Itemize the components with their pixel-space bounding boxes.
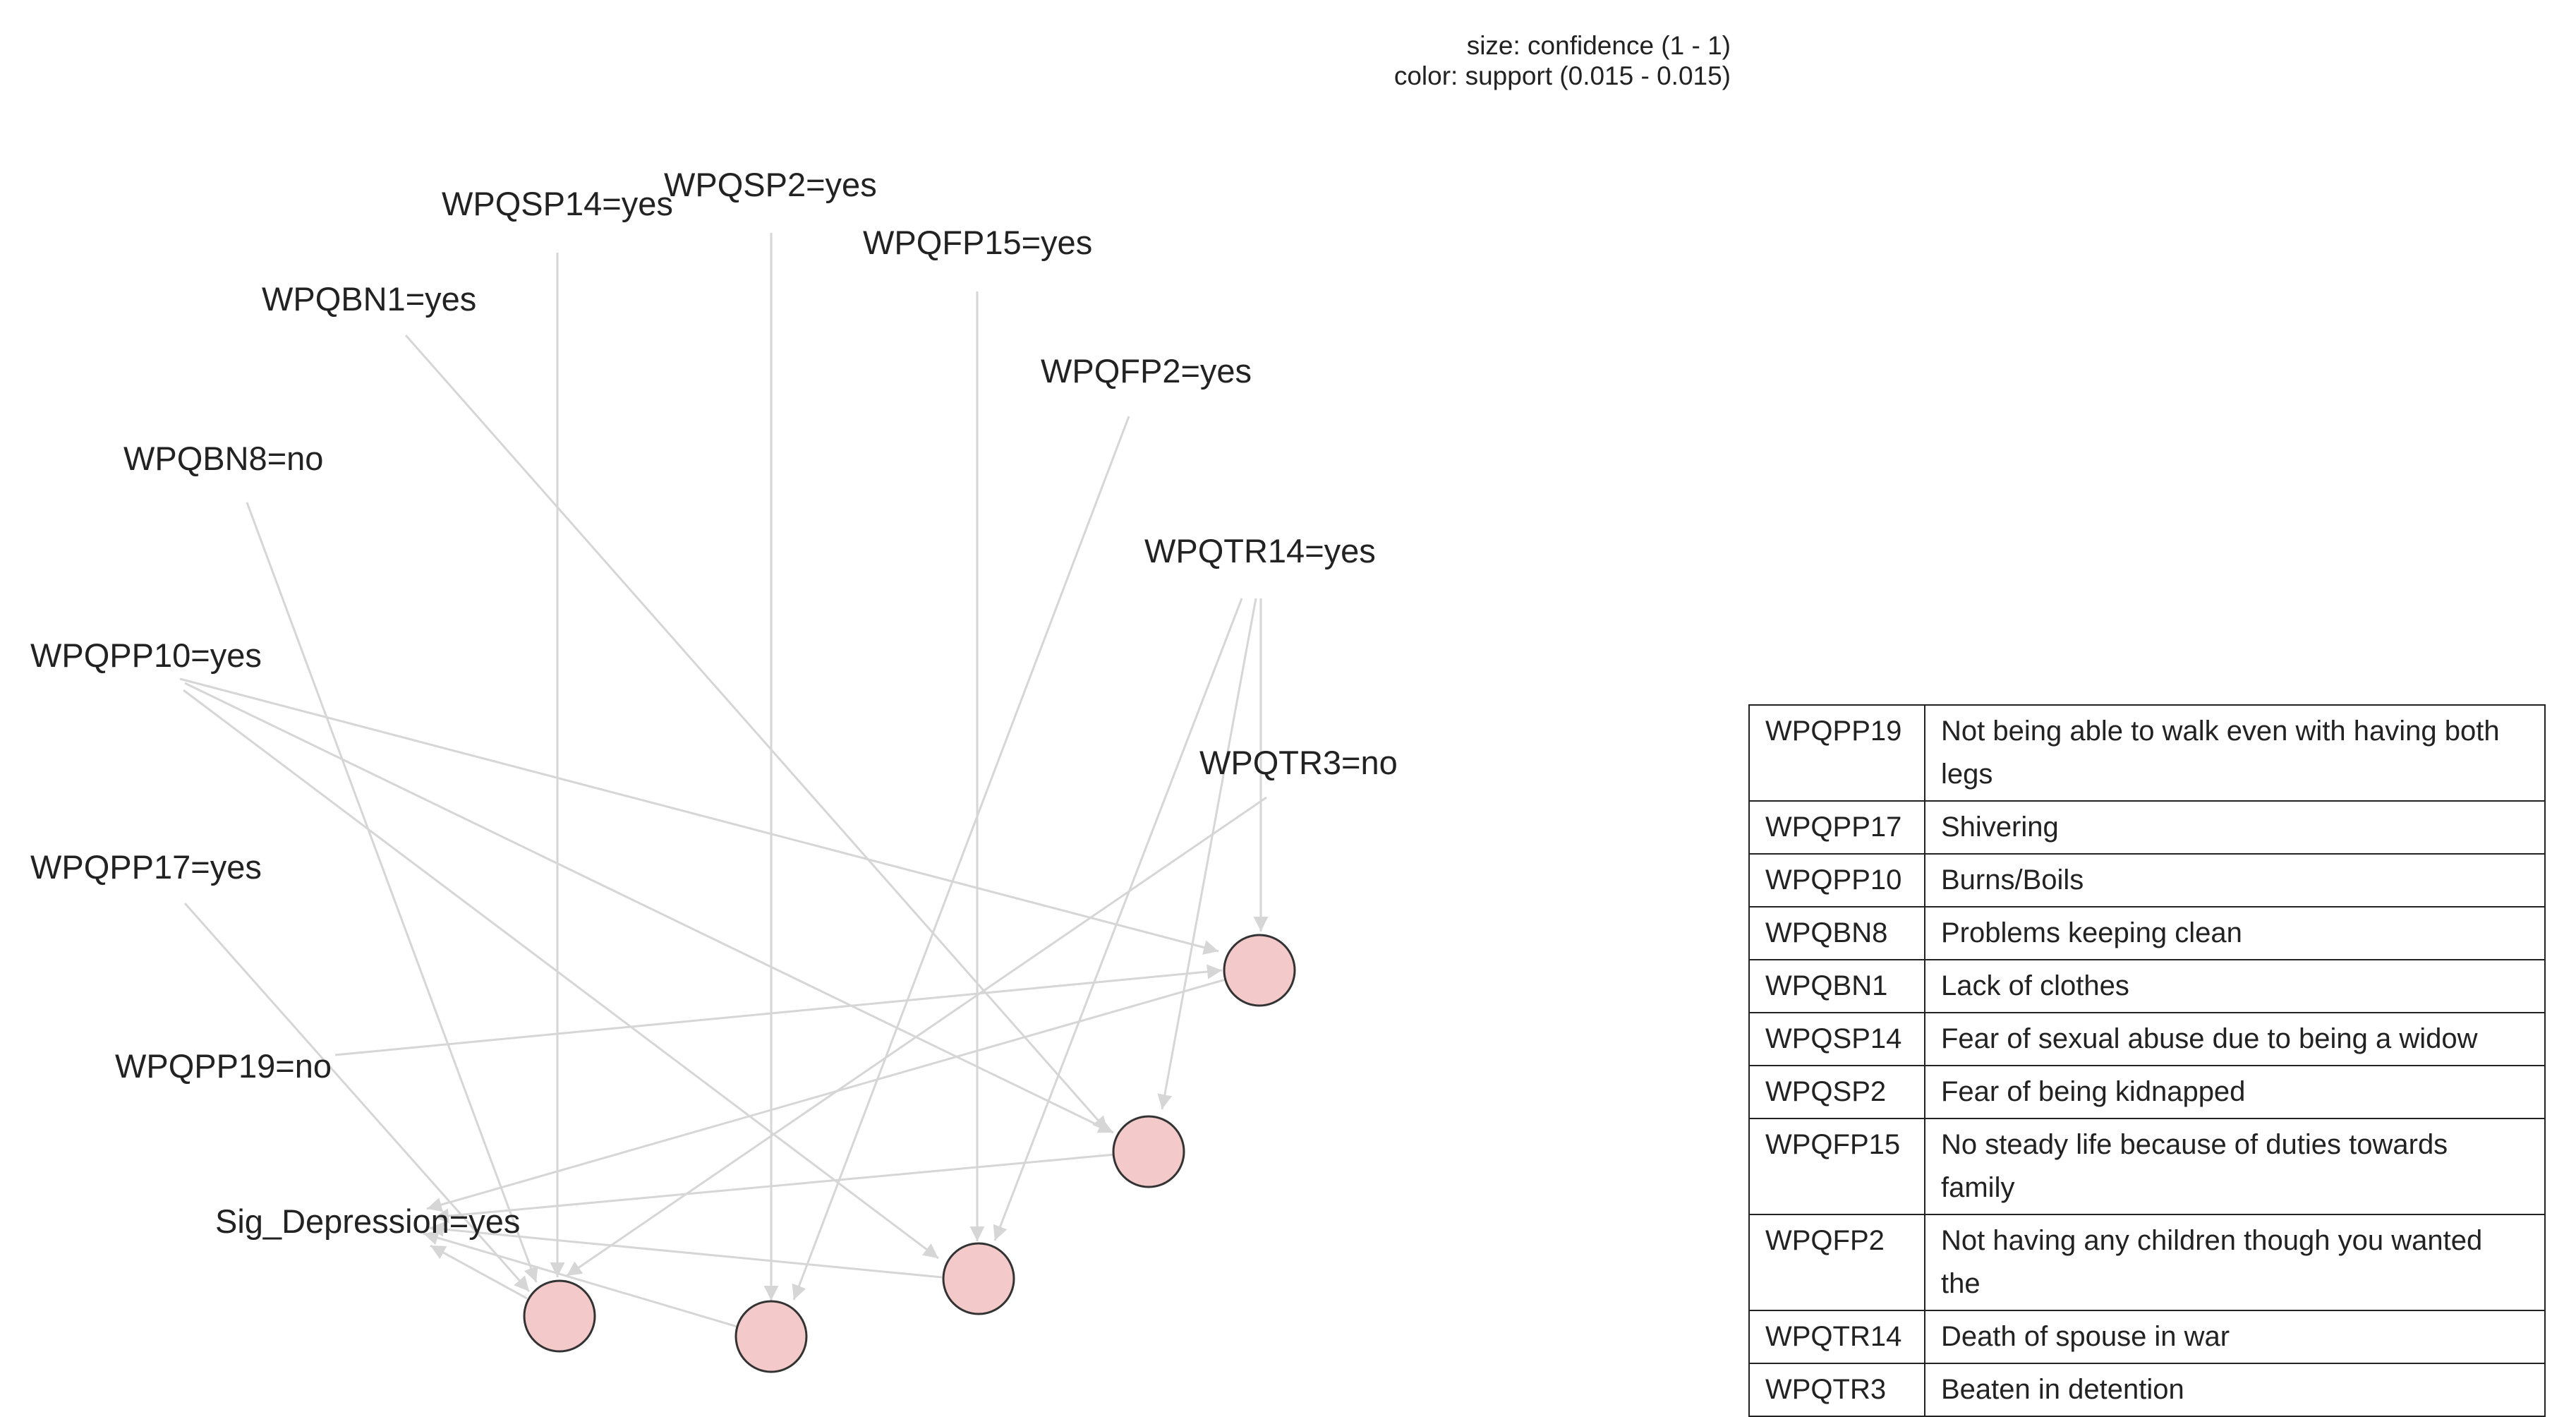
definition-code: WPQFP15 bbox=[1748, 1118, 1925, 1215]
item-labels: WPQSP14=yes WPQSP2=yes WPQFP15=yes WPQBN… bbox=[30, 166, 1398, 1240]
item-label-wpqsp14: WPQSP14=yes bbox=[442, 185, 673, 222]
definition-meaning: Fear of sexual abuse due to being a wido… bbox=[1924, 1012, 2546, 1066]
edge-wpqtr14-rule-d bbox=[1157, 598, 1257, 1110]
rule-node-b bbox=[734, 1300, 808, 1373]
edge-wpqpp10-rule-c bbox=[183, 689, 939, 1260]
edge-rule-b-sig-depression bbox=[423, 1230, 738, 1328]
definition-meaning: Not being able to walk even with having … bbox=[1924, 704, 2546, 802]
edge-wpqfp2-rule-b bbox=[792, 416, 1130, 1301]
edge-wpqtr14-rule-c bbox=[993, 598, 1243, 1241]
definition-meaning: Not having any children though you wante… bbox=[1924, 1214, 2546, 1311]
edge-rule-c-sig-depression bbox=[428, 1222, 943, 1279]
definition-meaning: Shivering bbox=[1924, 800, 2546, 855]
rule-nodes bbox=[523, 934, 1296, 1373]
item-label-wpqbn1: WPQBN1=yes bbox=[262, 280, 476, 318]
edge-wpqpp17-rule-a bbox=[183, 903, 531, 1292]
edges bbox=[179, 233, 1269, 1328]
definition-meaning: Beaten in detention bbox=[1924, 1363, 2546, 1417]
definition-code: WPQPP10 bbox=[1748, 853, 1925, 908]
edge-wpqbn8-rule-a bbox=[246, 502, 538, 1283]
definition-meaning: No steady life because of duties towards… bbox=[1924, 1118, 2546, 1215]
legend-color-text: color: support (0.015 - 0.015) bbox=[1394, 61, 1731, 90]
definition-meaning: Fear of being kidnapped bbox=[1924, 1065, 2546, 1119]
edge-rule-a-sig-depression bbox=[430, 1244, 528, 1300]
item-label-wpqfp2: WPQFP2=yes bbox=[1041, 352, 1252, 390]
definition-code: WPQTR14 bbox=[1748, 1310, 1925, 1364]
definition-code: WPQSP14 bbox=[1748, 1012, 1925, 1066]
item-label-wpqtr14: WPQTR14=yes bbox=[1144, 532, 1376, 569]
legend-size-text: size: confidence (1 - 1) bbox=[1467, 31, 1731, 60]
definition-code: WPQPP17 bbox=[1748, 800, 1925, 855]
item-label-wpqpp10: WPQPP10=yes bbox=[30, 637, 262, 674]
item-label-sig-depression: Sig_Depression=yes bbox=[215, 1202, 520, 1240]
item-label-wpqsp2: WPQSP2=yes bbox=[664, 166, 877, 203]
item-label-wpqbn8: WPQBN8=no bbox=[123, 440, 323, 477]
definition-meaning: Problems keeping clean bbox=[1924, 906, 2546, 960]
edge-wpqpp10-rule-e bbox=[179, 677, 1219, 955]
edge-wpqtr3-rule-a bbox=[566, 796, 1267, 1277]
definition-meaning: Lack of clothes bbox=[1924, 959, 2546, 1013]
legend: size: confidence (1 - 1) color: support … bbox=[1394, 31, 1731, 90]
edge-rule-e-sig-depression bbox=[426, 978, 1226, 1212]
edge-rule-d-sig-depression bbox=[433, 1153, 1115, 1224]
definition-code: WPQSP2 bbox=[1748, 1065, 1925, 1119]
definition-code: WPQFP2 bbox=[1748, 1214, 1925, 1311]
edge-wpqpp19-rule-e bbox=[334, 964, 1223, 1056]
rule-node-c bbox=[942, 1242, 1015, 1315]
definition-code: WPQBN1 bbox=[1748, 959, 1925, 1013]
definition-meaning: Burns/Boils bbox=[1924, 853, 2546, 908]
rule-node-a bbox=[523, 1279, 596, 1353]
definition-meaning: Death of spouse in war bbox=[1924, 1310, 2546, 1364]
item-label-wpqpp17: WPQPP17=yes bbox=[30, 848, 262, 886]
item-label-wpqtr3: WPQTR3=no bbox=[1199, 744, 1398, 781]
item-label-wpqfp15: WPQFP15=yes bbox=[863, 224, 1092, 261]
definition-code: WPQPP19 bbox=[1748, 704, 1925, 802]
definition-code: WPQTR3 bbox=[1748, 1363, 1925, 1417]
rule-node-e bbox=[1223, 934, 1296, 1007]
definition-code: WPQBN8 bbox=[1748, 906, 1925, 960]
edge-wpqpp10-rule-d bbox=[184, 682, 1114, 1134]
item-label-wpqpp19: WPQPP19=no bbox=[115, 1047, 332, 1085]
rule-node-d bbox=[1112, 1115, 1185, 1188]
edge-wpqbn1-rule-d bbox=[404, 334, 1109, 1132]
